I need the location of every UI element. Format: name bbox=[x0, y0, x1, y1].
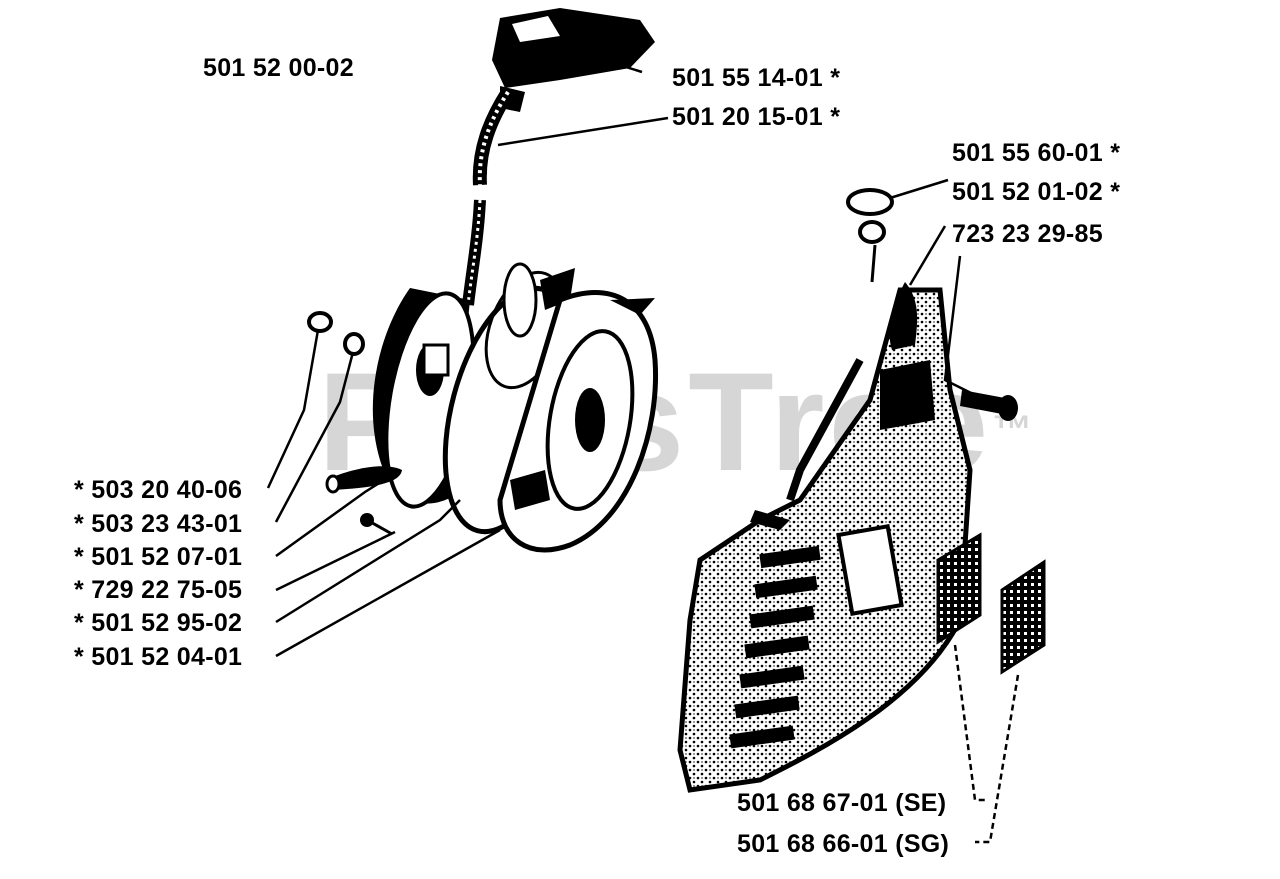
grille-sg bbox=[1000, 559, 1046, 675]
cover-bolt bbox=[960, 390, 1018, 421]
assembly-part-number: 501 52 00-02 bbox=[203, 54, 354, 82]
starter-cover bbox=[677, 282, 973, 793]
label-pulley: * 501 52 95-02 bbox=[74, 609, 243, 637]
label-bolt: 723 23 29-85 bbox=[952, 220, 1103, 248]
cover-vents bbox=[729, 545, 821, 749]
leader-lines-right bbox=[889, 178, 1020, 844]
small-fasteners bbox=[307, 311, 402, 536]
starter-handle bbox=[492, 8, 655, 112]
label-screw-b: * 503 23 43-01 bbox=[74, 510, 243, 538]
top-washer-nut bbox=[846, 188, 894, 283]
label-rope: 501 20 15-01 * bbox=[672, 103, 841, 131]
label-screw-a: * 503 20 40-06 bbox=[74, 476, 243, 504]
starter-rope bbox=[462, 88, 514, 306]
leader-lines-left bbox=[266, 60, 669, 658]
label-handle: 501 55 14-01 * bbox=[672, 64, 841, 92]
label-grille-se: 501 68 67-01 (SE) bbox=[737, 789, 947, 817]
label-washer-top: 501 55 60-01 * bbox=[952, 139, 1121, 167]
label-nut-top: 501 52 01-02 * bbox=[952, 178, 1121, 206]
label-pawl: * 501 52 04-01 bbox=[74, 643, 243, 671]
label-grille-sg: 501 68 66-01 (SG) bbox=[737, 830, 950, 858]
grille-se bbox=[936, 532, 982, 645]
label-screw-c: * 729 22 75-05 bbox=[74, 576, 243, 604]
label-spring: * 501 52 07-01 bbox=[74, 543, 243, 571]
starter-cup bbox=[497, 290, 659, 553]
